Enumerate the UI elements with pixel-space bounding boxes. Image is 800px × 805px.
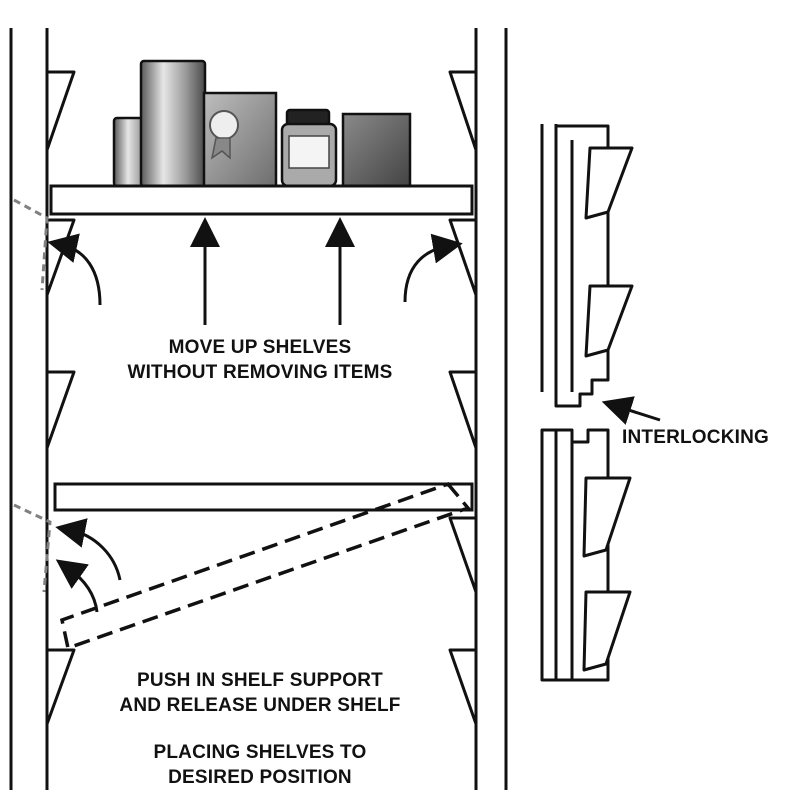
- push-in-caption: PUSH IN SHELF SUPPORT AND RELEASE UNDER …: [95, 668, 425, 718]
- move-up-caption: MOVE UP SHELVES WITHOUT REMOVING ITEMS: [95, 335, 425, 385]
- push-line1: PUSH IN SHELF SUPPORT: [137, 670, 383, 691]
- move-up-line1: MOVE UP SHELVES: [168, 337, 352, 358]
- right-shelf-supports: [448, 70, 478, 726]
- pushed-support-bottom: [13, 503, 52, 593]
- upright-detail-bottom: [540, 428, 632, 682]
- push-line2: AND RELEASE UNDER SHELF: [119, 695, 401, 716]
- interlocking-arrow: [601, 396, 661, 425]
- push-in-arrows: [55, 518, 122, 613]
- placing-caption: PLACING SHELVES TO DESIRED POSITION: [95, 740, 425, 790]
- top-shelf: [49, 184, 474, 216]
- move-up-arrows: [47, 217, 463, 325]
- placing-line1: PLACING SHELVES TO: [153, 742, 367, 763]
- move-up-line2: WITHOUT REMOVING ITEMS: [127, 362, 393, 383]
- tall-cylinder: [139, 59, 207, 188]
- left-shelf-supports: [45, 70, 76, 726]
- dark-box: [341, 112, 412, 188]
- box-seal: [209, 110, 239, 140]
- labeled-box: [202, 91, 278, 188]
- shelf-items: [112, 59, 412, 188]
- interlocking-caption: INTERLOCKING: [622, 427, 770, 448]
- pushed-support-top: [13, 198, 49, 291]
- right-upright: [474, 28, 508, 790]
- upright-detail-top: [540, 124, 634, 408]
- left-upright: [9, 28, 49, 790]
- lower-shelf: [53, 482, 474, 512]
- placing-line2: DESIRED POSITION: [168, 767, 352, 788]
